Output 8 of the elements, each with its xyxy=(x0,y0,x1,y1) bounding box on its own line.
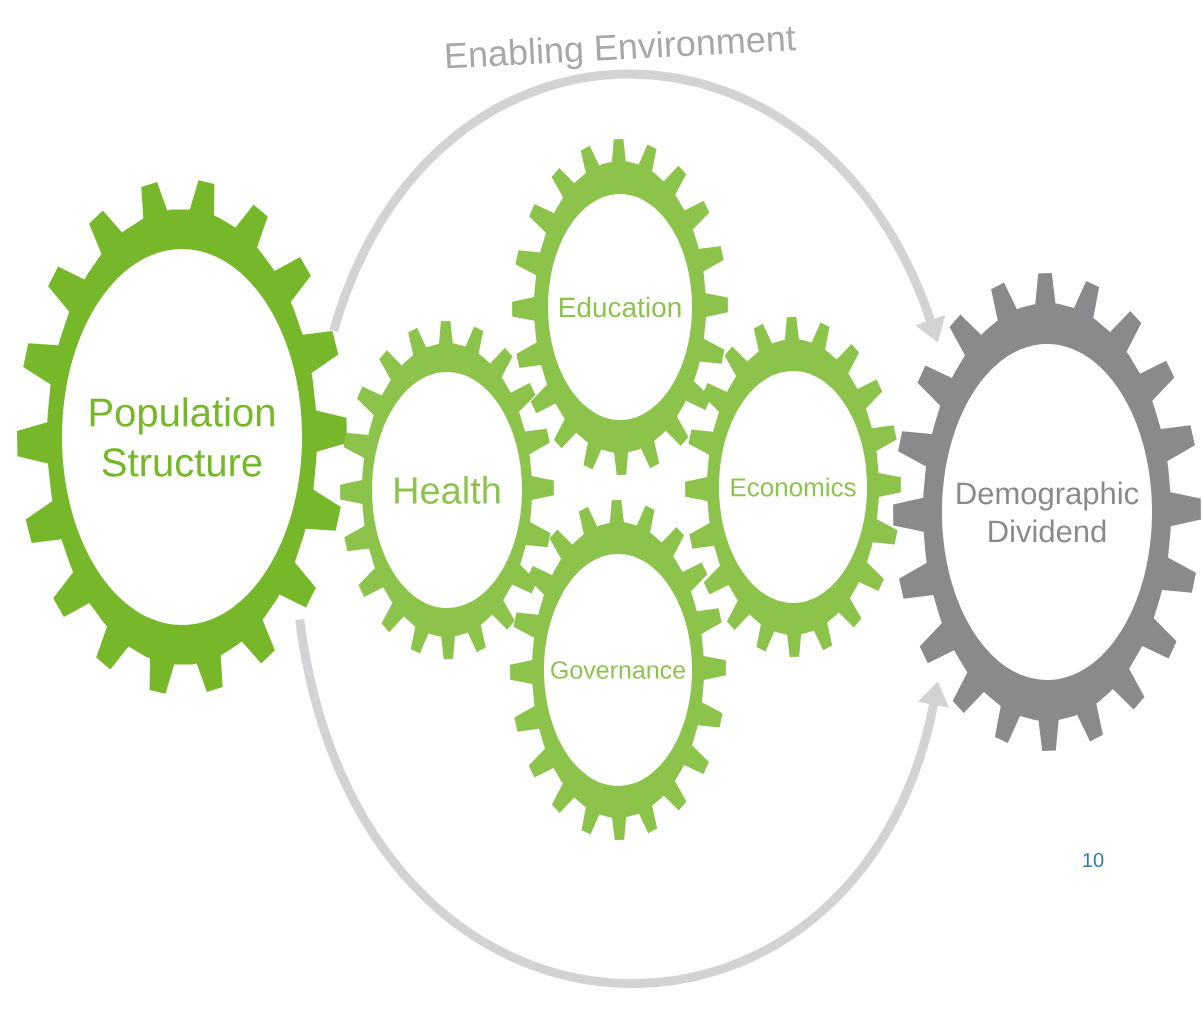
gear: Demographic Dividend xyxy=(893,273,1201,751)
gear: Governance xyxy=(510,500,726,840)
page-number: 10 xyxy=(1083,852,1104,868)
gear: Education xyxy=(512,139,728,475)
gear: Economics xyxy=(685,317,901,657)
gear: Population Structure xyxy=(17,180,347,694)
edge-label: Enabling Environment xyxy=(446,27,796,70)
gear: Health xyxy=(340,321,554,659)
